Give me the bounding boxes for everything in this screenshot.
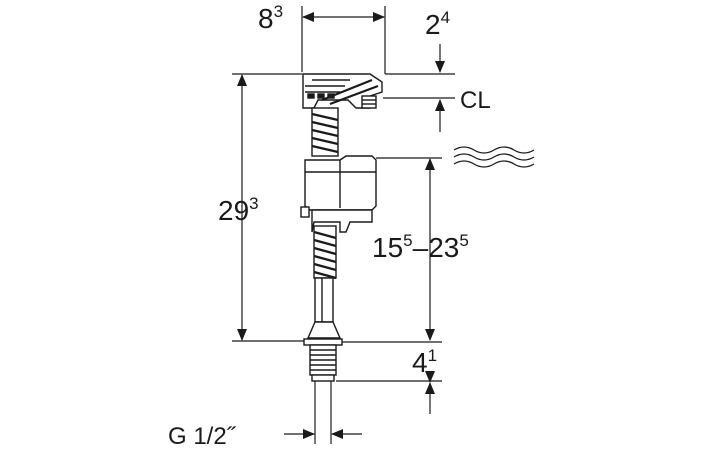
label-base-height: 41: [412, 346, 437, 378]
label-thread: G 1/2˝: [168, 423, 237, 450]
label-water-range: 155–235: [372, 231, 469, 263]
base-flange: [303, 338, 343, 346]
float-clip: [300, 206, 310, 218]
label-top-offset: 24: [425, 8, 450, 40]
fill-valve-body: [300, 73, 383, 382]
thread-end: [311, 374, 335, 382]
water-level-symbol: [453, 146, 535, 168]
tube-flare: [306, 321, 342, 339]
dimension-arrows: [237, 12, 445, 439]
label-cl: CL: [460, 87, 491, 114]
label-width: 83: [258, 2, 283, 34]
float-cup: [311, 209, 373, 233]
label-total-height: 293: [218, 194, 259, 226]
bottom-tube: [314, 277, 334, 323]
